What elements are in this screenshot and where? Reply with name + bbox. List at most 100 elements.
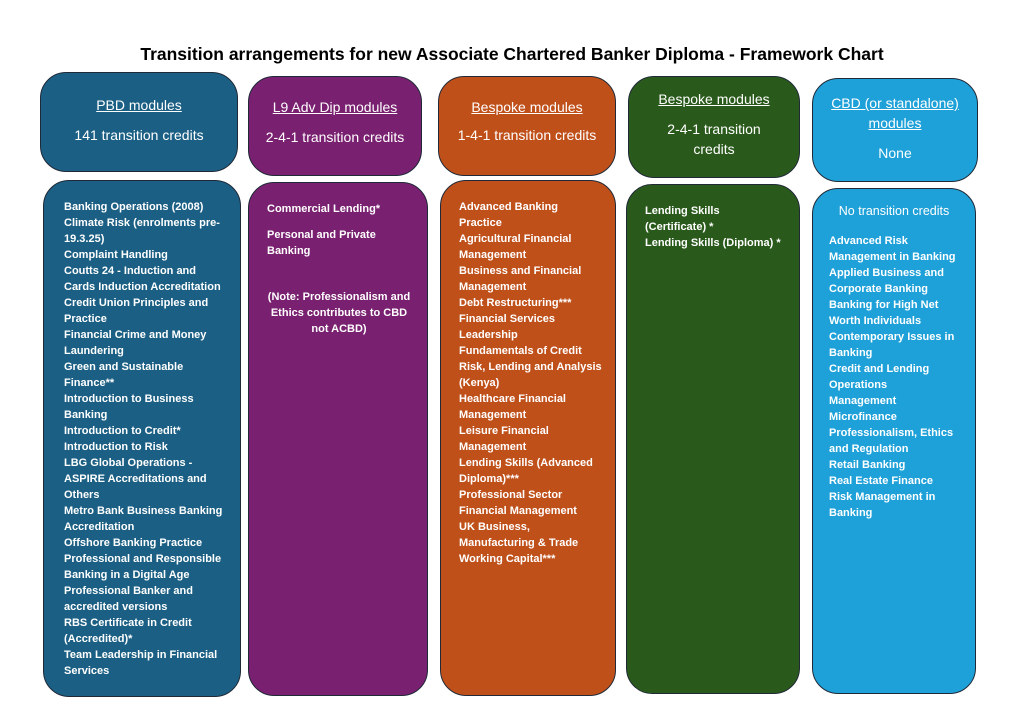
module-line: RBS Certificate in Credit [64, 617, 192, 629]
pbd-header-credits: 141 transition credits [74, 127, 204, 143]
l9-modules-box: Commercial Lending* Personal and Private… [248, 182, 428, 696]
l9-note-line: not ACBD) [311, 323, 367, 335]
module-line: Debt Restructuring*** [459, 297, 572, 309]
module-line: Complaint Handling [64, 249, 168, 261]
module-line: Agricultural Financial [459, 233, 572, 245]
module-line: Lending Skills (Advanced [459, 457, 593, 469]
module-line: and Regulation [829, 443, 909, 455]
module-line: accredited versions [64, 601, 168, 613]
module-line: Accreditation [64, 521, 135, 533]
module-line: Professionalism, Ethics [829, 427, 954, 439]
module-line: Credit Union Principles and [64, 297, 209, 309]
l9-item-commercial-lending: Commercial Lending* [267, 203, 381, 215]
module-line: Corporate Banking [829, 283, 929, 295]
module-line: Applied Business and [829, 267, 944, 279]
module-line: Financial Management [459, 505, 577, 517]
pbd-header-box: PBD modules 141 transition credits [40, 72, 238, 172]
module-line: Retail Banking [829, 459, 906, 471]
module-line: Professional Banker and [64, 585, 193, 597]
module-line: Finance** [64, 377, 115, 389]
module-line: Financial Crime and Money [64, 329, 207, 341]
module-line: Management [459, 409, 527, 421]
module-line: Management [459, 441, 527, 453]
module-line: Management in Banking [829, 251, 956, 263]
module-line: Banking in a Digital Age [64, 569, 190, 581]
module-line: Introduction to Credit* [64, 425, 181, 437]
module-line: Lending Skills [645, 205, 720, 217]
module-line: Management [459, 281, 527, 293]
bespoke-141-header-credits: 1-4-1 transition credits [457, 127, 597, 143]
page-title: Transition arrangements for new Associat… [140, 44, 884, 64]
module-line: Offshore Banking Practice [64, 537, 203, 549]
module-line: Risk Management in [829, 491, 936, 503]
module-line: Risk, Lending and Analysis [459, 361, 602, 373]
module-line: Working Capital*** [459, 553, 556, 565]
module-line: Introduction to Business [64, 393, 194, 405]
module-line: Contemporary Issues in [829, 331, 955, 343]
module-line: Climate Risk (enrolments pre- [64, 217, 220, 229]
module-line: Services [64, 665, 110, 677]
cbd-header-title-1: CBD (or standalone) [831, 95, 959, 111]
module-line: Cards Induction Accreditation [64, 281, 221, 293]
module-line: Banking Operations (2008) [64, 201, 204, 213]
module-line: Banking [829, 507, 873, 519]
module-line: (Certificate) * [645, 221, 714, 233]
bespoke-241-header-title: Bespoke modules [658, 91, 770, 107]
module-line: Credit and Lending [829, 363, 930, 375]
l9-item-personal-private-2: Banking [267, 245, 311, 257]
bespoke-241-module-list: Lending Skills (Certificate) * Lending Ski… [645, 203, 799, 251]
module-line: UK Business, [459, 521, 530, 533]
pbd-header-title: PBD modules [96, 97, 182, 113]
module-line: Manufacturing & Trade [459, 537, 579, 549]
module-line: Banking [829, 347, 873, 359]
module-line: Banking [64, 409, 108, 421]
module-line: 19.3.25) [64, 233, 105, 245]
module-line: Advanced Risk [829, 235, 908, 247]
pbd-modules-box: Banking Operations (2008) Climate Risk (e… [43, 180, 241, 697]
l9-header-title: L9 Adv Dip modules [272, 99, 398, 115]
module-line: Professional Sector [459, 489, 563, 501]
module-line: ASPIRE Accreditations and [64, 473, 207, 485]
module-line: Operations [829, 379, 888, 391]
cbd-body-heading: No transition credits [838, 204, 950, 218]
l9-header-box: L9 Adv Dip modules 2-4-1 transition cred… [248, 76, 422, 176]
module-line: Real Estate Finance [829, 475, 933, 487]
module-line: Laundering [64, 345, 124, 357]
module-line: LBG Global Operations - [64, 457, 193, 469]
bespoke-141-header-title: Bespoke modules [471, 99, 583, 115]
module-line: Business and Financial [459, 265, 582, 277]
l9-item-personal-private-1: Personal and Private [267, 229, 376, 241]
module-line: Metro Bank Business Banking [64, 505, 223, 517]
module-line: Others [64, 489, 100, 501]
bespoke-241-modules-box: Lending Skills (Certificate) * Lending Ski… [626, 184, 800, 694]
bespoke-241-header-credits-2: credits [693, 141, 735, 157]
module-line: Introduction to Risk [64, 441, 168, 453]
l9-module-list: Commercial Lending* Personal and Private… [267, 201, 427, 337]
l9-header-credits: 2-4-1 transition credits [265, 129, 405, 145]
l9-note: (Note: Professionalism and Ethics contri… [249, 289, 429, 337]
module-line: (Kenya) [459, 377, 500, 389]
module-line: Diploma)*** [459, 473, 519, 485]
module-line: Lending Skills (Diploma) * [645, 237, 781, 249]
module-line: Leisure Financial [459, 425, 549, 437]
module-line: Coutts 24 - Induction and [64, 265, 196, 277]
module-line: Advanced Banking [459, 201, 559, 213]
module-line: Green and Sustainable [64, 361, 184, 373]
module-line: Leadership [459, 329, 518, 341]
bespoke-141-header-box: Bespoke modules 1-4-1 transition credits [438, 76, 616, 176]
module-line: Practice [64, 313, 107, 325]
cbd-header-title-2: modules [868, 115, 922, 131]
cbd-header-credits: None [878, 145, 912, 161]
l9-note-line: Ethics contributes to CBD [270, 307, 408, 319]
module-line: Professional and Responsible [64, 553, 222, 565]
module-line: Microfinance [829, 411, 897, 423]
bespoke-241-header-credits-1: 2-4-1 transition [667, 121, 761, 137]
pbd-module-list: Banking Operations (2008) Climate Risk (e… [64, 199, 240, 679]
module-line: Fundamentals of Credit [459, 345, 582, 357]
module-line: Financial Services [459, 313, 555, 325]
module-line: (Accredited)* [64, 633, 133, 645]
